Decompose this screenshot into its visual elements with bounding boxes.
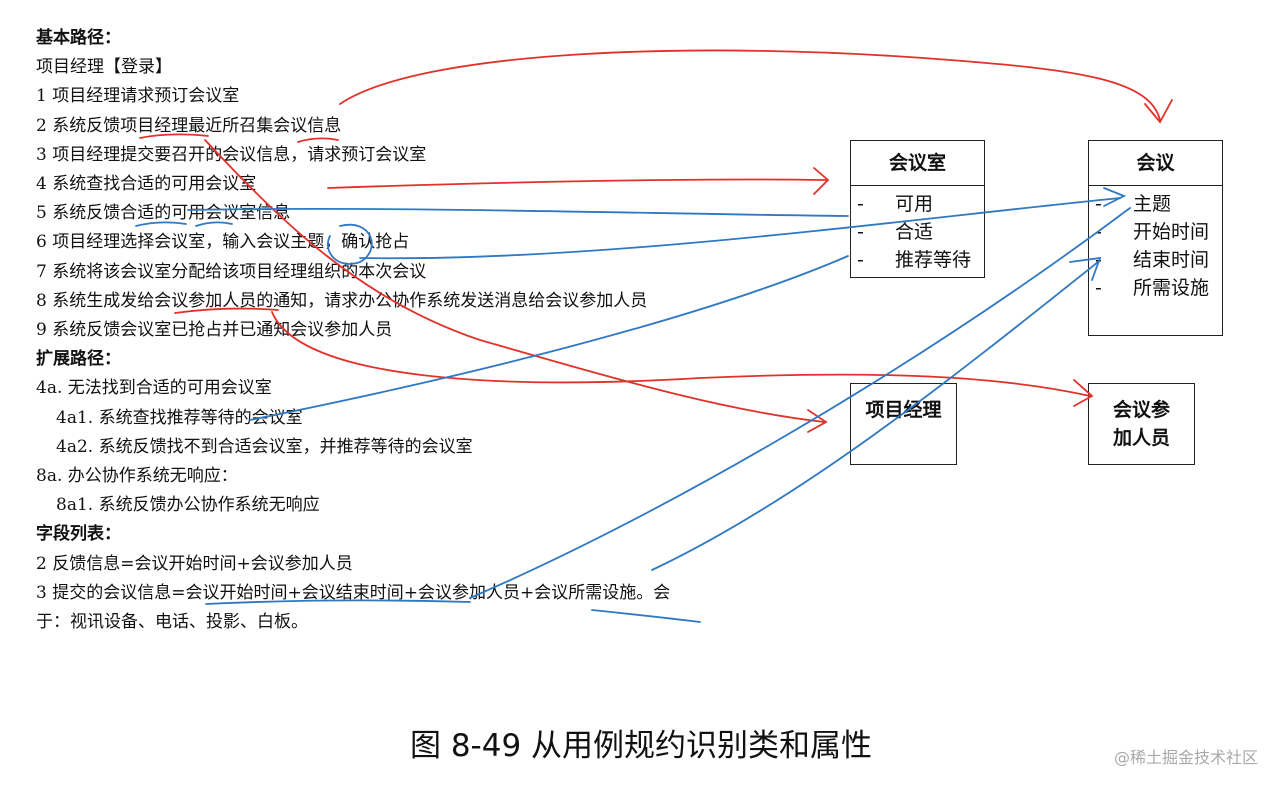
blue-underline-facilities [591,609,701,623]
red-arrow-meeting [339,49,1161,121]
usecase-line: 7 系统将该会议室分配给该项目经理组织的本次会议 [36,261,427,282]
blue-arrow-start [469,207,1131,599]
usecase-line: 2 系统反馈项目经理最近所召集会议信息 [36,115,342,136]
usecase-line: 4a2. 系统反馈找不到合适会议室，并推荐等待的会议室 [56,436,473,457]
usecase-line: 4a1. 系统查找推荐等待的会议室 [56,407,303,428]
class-meeting-room: 会议室 -可用 -合适 -推荐等待 [850,140,985,278]
usecase-line: 6 项目经理选择会议室，输入会议主题，确认抢占 [36,232,410,253]
usecase-line: 3 提交的会议信息=会议开始时间+会议结束时间+会议参加人员+会议所需设施。会 [36,582,671,603]
class-meeting: 会议 -主题 -开始时间 -结束时间 -所需设施 [1088,140,1223,336]
usecase-line: 字段列表： [36,524,121,545]
usecase-line: 4 系统查找合适的可用会议室 [36,174,257,194]
red-arrow-participants [271,311,1091,397]
attr-waiting: -推荐等待 [857,249,972,271]
class-project-manager: 项目经理 [850,383,957,465]
usecase-line: 4a. 无法找到合适的可用会议室 [36,378,272,399]
watermark: @稀土掘金技术社区 [1113,748,1258,767]
attr-suitable: -合适 [857,221,934,243]
class-project-manager-name: 项目经理 [865,399,942,421]
usecase-line: 8a1. 系统反馈办公协作系统无响应 [56,495,320,516]
usecase-line: 5 系统反馈合适的可用会议室信息 [36,203,291,224]
blue-arrow-topic [359,197,1121,260]
class-meeting-room-name: 会议室 [851,141,984,186]
red-arrowhead-meeting [1144,99,1173,124]
attr-facilities: -所需设施 [1095,277,1210,299]
usecase-line: 3 项目经理提交要召开的会议信息，请求预订会议室 [36,144,427,165]
class-meeting-name: 会议 [1089,141,1222,186]
usecase-line: 扩展路径： [36,349,121,370]
red-arrow-room [327,178,827,189]
usecase-line: 9 系统反馈会议室已抢占并已通知会议参加人员 [36,320,393,340]
usecase-line: 基本路径： [36,28,121,48]
usecase-line: 2 反馈信息=会议开始时间+会议参加人员 [36,553,353,574]
attr-start-time: -开始时间 [1095,221,1210,243]
attr-topic: -主题 [1095,193,1172,215]
red-arrowhead-pm [807,409,828,433]
usecase-line: 项目经理【登录】 [36,57,172,78]
usecase-line: 8a. 办公协作系统无响应： [36,466,238,486]
usecase-line: 1 项目经理请求预订会议室 [36,86,240,107]
figure-caption: 图 8-49 从用例规约识别类和属性 [409,728,873,764]
usecase-line: 于：视讯设备、电话、投影、白板。 [36,612,308,632]
class-participants-name: 会议参 加人员 [1112,399,1170,449]
attr-end-time: -结束时间 [1095,249,1210,271]
class-participants: 会议参 加人员 [1088,383,1195,465]
usecase-line: 8 系统生成发给会议参加人员的通知，请求办公协作系统发送消息给会议参加人员 [36,290,648,311]
red-arrowhead-room [813,167,830,195]
attr-available: -可用 [857,193,934,215]
